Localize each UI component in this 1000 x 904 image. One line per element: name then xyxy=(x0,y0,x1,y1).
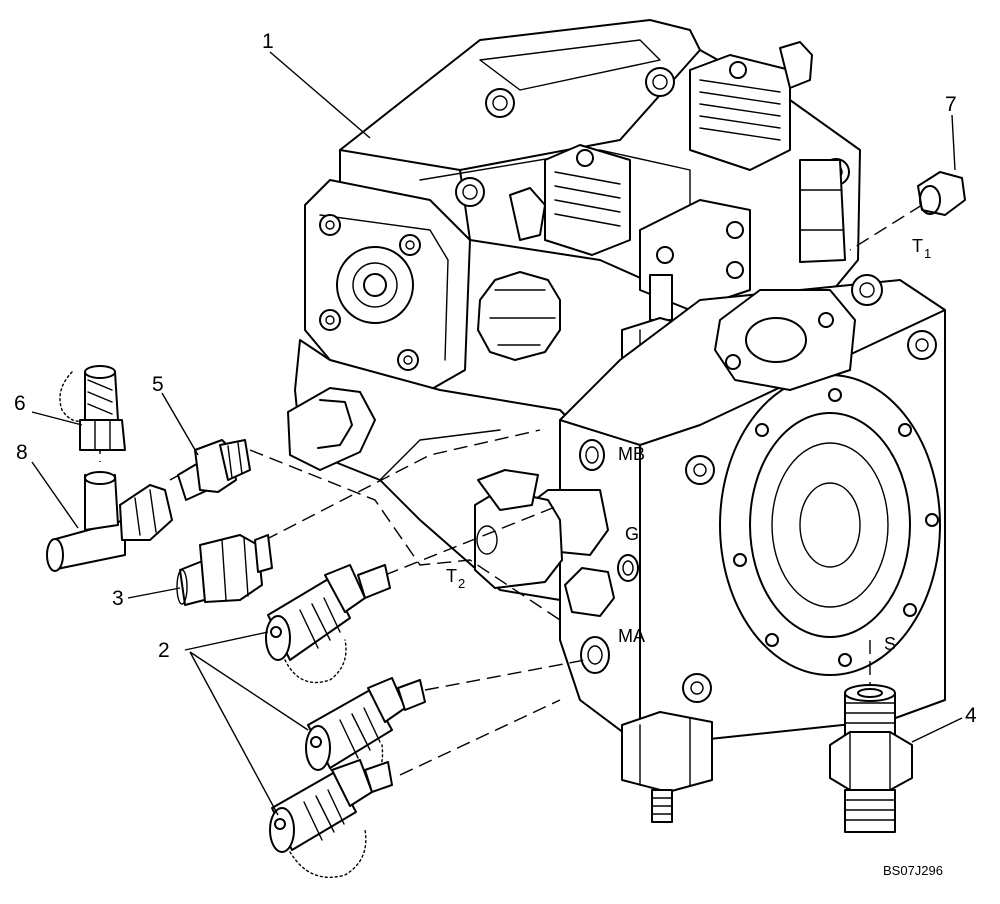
svg-text:2: 2 xyxy=(458,576,465,591)
svg-text:T: T xyxy=(446,566,457,586)
adjustment-knob xyxy=(477,271,561,361)
pump-assembly xyxy=(287,19,946,823)
flange-bolt xyxy=(399,234,421,256)
port-ma-hole xyxy=(580,636,610,674)
callout-8: 8 xyxy=(16,441,28,464)
port-label-mb: MB xyxy=(618,444,645,464)
bolt-head xyxy=(455,177,485,207)
pressure-sensor-bottom xyxy=(621,711,713,823)
test-coupling-item-2c xyxy=(269,759,393,879)
pump-flange xyxy=(719,374,941,676)
body-bolt xyxy=(682,673,712,703)
svg-text:T: T xyxy=(912,236,923,256)
solenoid-connector-rear xyxy=(689,41,813,171)
flange-bolt xyxy=(319,214,341,236)
port-label-g: G xyxy=(625,524,639,544)
callout-7: 7 xyxy=(945,93,957,116)
callout-6: 6 xyxy=(14,392,26,415)
adapter-item-5 xyxy=(177,439,251,501)
flange-bolt xyxy=(397,349,419,371)
callout-4: 4 xyxy=(965,704,977,727)
adapter-item-3 xyxy=(176,534,273,606)
body-bolt xyxy=(685,455,715,485)
port-mb-hole xyxy=(579,439,605,471)
port-label-t2: T 2 xyxy=(446,566,465,591)
svg-text:1: 1 xyxy=(924,246,931,261)
port-label-s: S xyxy=(884,634,896,654)
body-bolt xyxy=(907,330,937,360)
drawing-code: BS07J296 xyxy=(883,863,943,878)
tee-fitting-item-8 xyxy=(46,471,173,572)
body-bolt xyxy=(851,274,883,306)
test-coupling-item-6 xyxy=(59,365,126,451)
bolt-head xyxy=(485,88,515,118)
alignment-lines xyxy=(99,204,923,776)
flange-bolt xyxy=(319,309,341,331)
plug-item-7 xyxy=(917,171,966,216)
port-label-t1: T 1 xyxy=(912,236,931,261)
callout-2: 2 xyxy=(158,639,170,662)
test-coupling-item-2a xyxy=(265,564,391,684)
callout-1: 1 xyxy=(262,30,274,53)
solenoid-connector-front xyxy=(509,144,631,256)
port-label-ma: MA xyxy=(618,626,645,646)
callout-3: 3 xyxy=(112,587,124,610)
adapter-fitting-item-4 xyxy=(829,684,913,833)
callout-5: 5 xyxy=(152,373,164,396)
leader-lines xyxy=(31,51,963,816)
bolt-head xyxy=(645,67,675,97)
port-g-hole xyxy=(617,554,639,582)
